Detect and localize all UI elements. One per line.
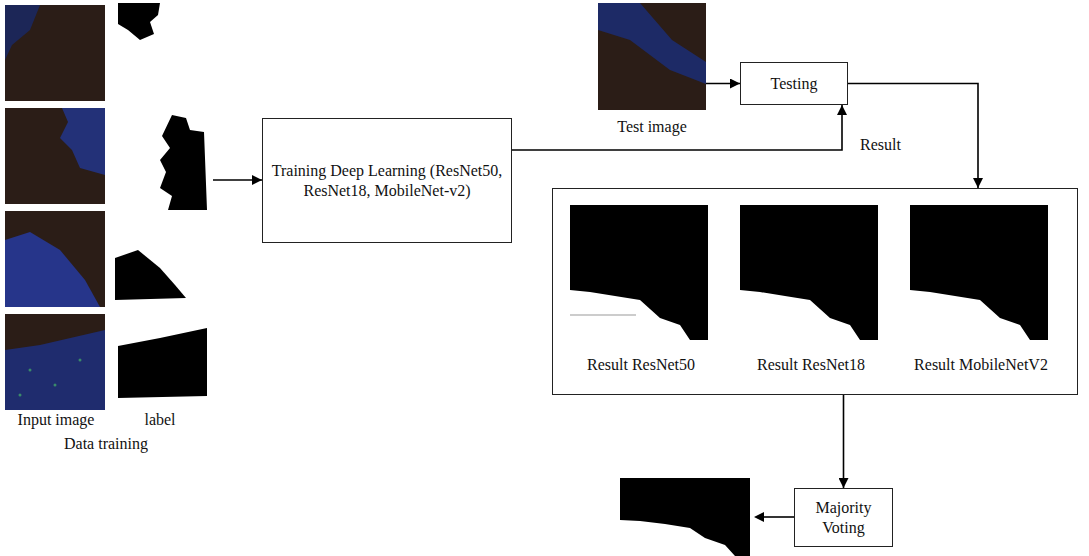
caption: Data training xyxy=(0,434,212,454)
arrow-head xyxy=(754,512,764,522)
process-box: Majority Voting xyxy=(794,488,893,547)
voted-mask xyxy=(620,478,750,556)
result-mask xyxy=(570,205,708,340)
caption: Result ResNet50 xyxy=(553,355,729,375)
flow-arrow xyxy=(843,395,845,488)
caption: Input image xyxy=(0,410,112,430)
result-mask xyxy=(740,205,878,340)
label-mask xyxy=(115,250,186,300)
label-mask xyxy=(118,3,160,40)
box-label: Majority Voting xyxy=(803,498,884,538)
box-label: Testing xyxy=(771,74,818,94)
flow-arrow xyxy=(848,84,978,189)
flow-arrow xyxy=(512,105,842,150)
edge-label: Result xyxy=(858,135,903,154)
input-image xyxy=(5,5,105,101)
caption: Result ResNet18 xyxy=(723,355,899,375)
caption: Result MobileNetV2 xyxy=(893,355,1069,375)
input-image xyxy=(5,314,105,410)
flow-arrow xyxy=(213,179,262,181)
result-mask xyxy=(910,205,1048,340)
caption: label xyxy=(110,410,210,430)
output-arrow xyxy=(762,516,794,518)
test-image-panel: Test image xyxy=(598,3,706,139)
caption: Test image xyxy=(588,117,716,137)
training-data-panel: Input imagelabelData training xyxy=(0,0,212,456)
label-mask xyxy=(118,328,207,398)
flow-arrow xyxy=(706,83,740,85)
label-mask xyxy=(160,115,207,210)
process-box: Testing xyxy=(740,62,848,105)
input-image xyxy=(5,108,105,204)
box-label: Training Deep Learning (ResNet50, ResNet… xyxy=(271,161,503,201)
test-image xyxy=(598,3,706,110)
process-box: Training Deep Learning (ResNet50, ResNet… xyxy=(262,118,512,243)
input-image xyxy=(5,211,105,307)
result-group-box: Result ResNet50Result ResNet18Result Mob… xyxy=(552,188,1078,395)
